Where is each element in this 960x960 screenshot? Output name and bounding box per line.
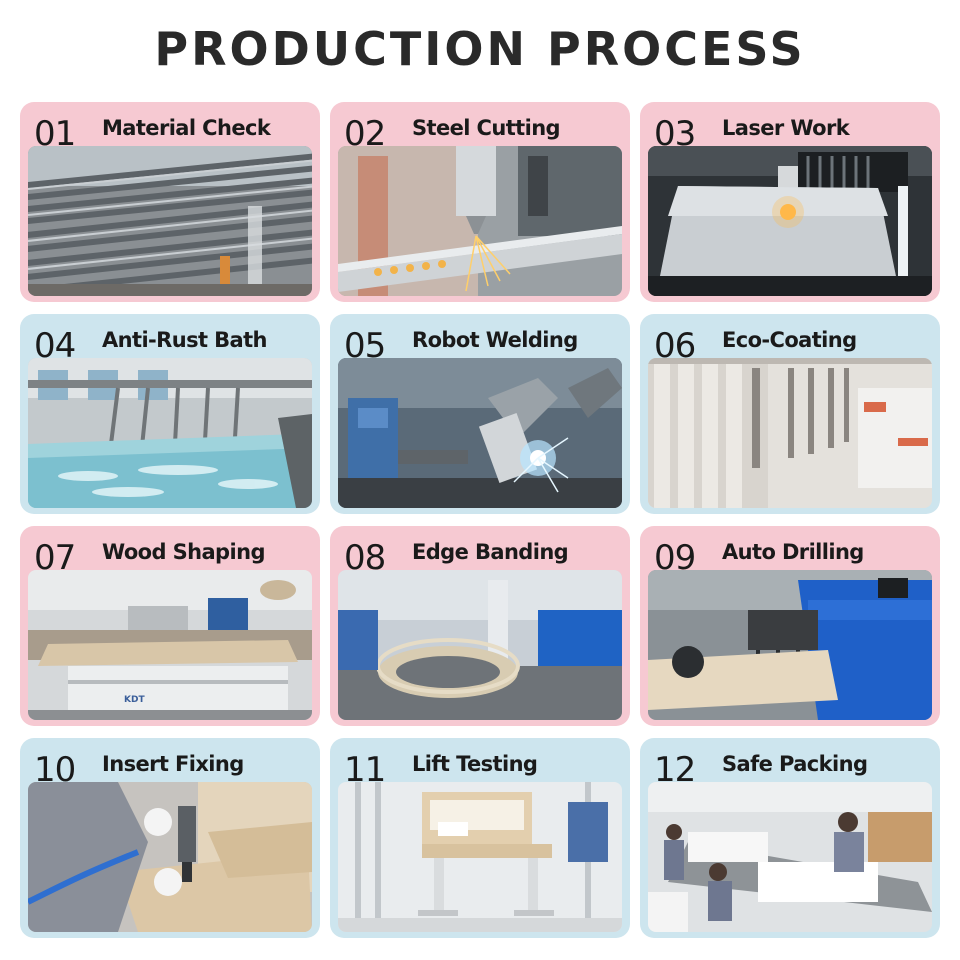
step-card-eco-coating: 06 Eco-Coating bbox=[640, 314, 940, 514]
edge-bander-photo bbox=[338, 570, 622, 720]
cnc-router-photo: KDT bbox=[28, 570, 312, 720]
laser-cutter-photo bbox=[648, 146, 932, 296]
desk-test-photo bbox=[338, 782, 622, 932]
step-card-insert-fixing: 10 Insert Fixing bbox=[20, 738, 320, 938]
steel-tubes-photo bbox=[28, 146, 312, 296]
step-label: Laser Work bbox=[722, 116, 850, 140]
step-label: Robot Welding bbox=[412, 328, 578, 352]
bath-tank-photo bbox=[28, 358, 312, 508]
process-grid: 01 Material Check bbox=[20, 102, 940, 940]
step-label: Lift Testing bbox=[412, 752, 538, 776]
step-label: Eco-Coating bbox=[722, 328, 857, 352]
drilling-machine-photo bbox=[648, 570, 932, 720]
coating-booth-photo bbox=[648, 358, 932, 508]
step-label: Material Check bbox=[102, 116, 271, 140]
step-card-steel-cutting: 02 Steel Cutting bbox=[330, 102, 630, 302]
step-label: Safe Packing bbox=[722, 752, 868, 776]
step-card-safe-packing: 12 Safe Packing bbox=[640, 738, 940, 938]
step-label: Edge Banding bbox=[412, 540, 569, 564]
step-card-robot-welding: 05 Robot Welding bbox=[330, 314, 630, 514]
step-label: Insert Fixing bbox=[102, 752, 244, 776]
worker-drilling-photo bbox=[28, 782, 312, 932]
step-label: Auto Drilling bbox=[722, 540, 864, 564]
step-card-material-check: 01 Material Check bbox=[20, 102, 320, 302]
cnc-brand-text: KDT bbox=[124, 695, 145, 705]
step-card-lift-testing: 11 Lift Testing bbox=[330, 738, 630, 938]
robot-welder-photo bbox=[338, 358, 622, 508]
step-label: Steel Cutting bbox=[412, 116, 561, 140]
step-label: Anti-Rust Bath bbox=[102, 328, 268, 352]
step-card-auto-drilling: 09 Auto Drilling bbox=[640, 526, 940, 726]
step-card-edge-banding: 08 Edge Banding bbox=[330, 526, 630, 726]
step-label: Wood Shaping bbox=[102, 540, 265, 564]
page-title: PRODUCTION PROCESS bbox=[154, 22, 806, 76]
steel-cutting-photo bbox=[338, 146, 622, 296]
step-card-anti-rust-bath: 04 Anti-Rust Bath bbox=[20, 314, 320, 514]
packing-line-photo bbox=[648, 782, 932, 932]
step-card-wood-shaping: 07 Wood Shaping KDT bbox=[20, 526, 320, 726]
step-card-laser-work: 03 Laser Work bbox=[640, 102, 940, 302]
